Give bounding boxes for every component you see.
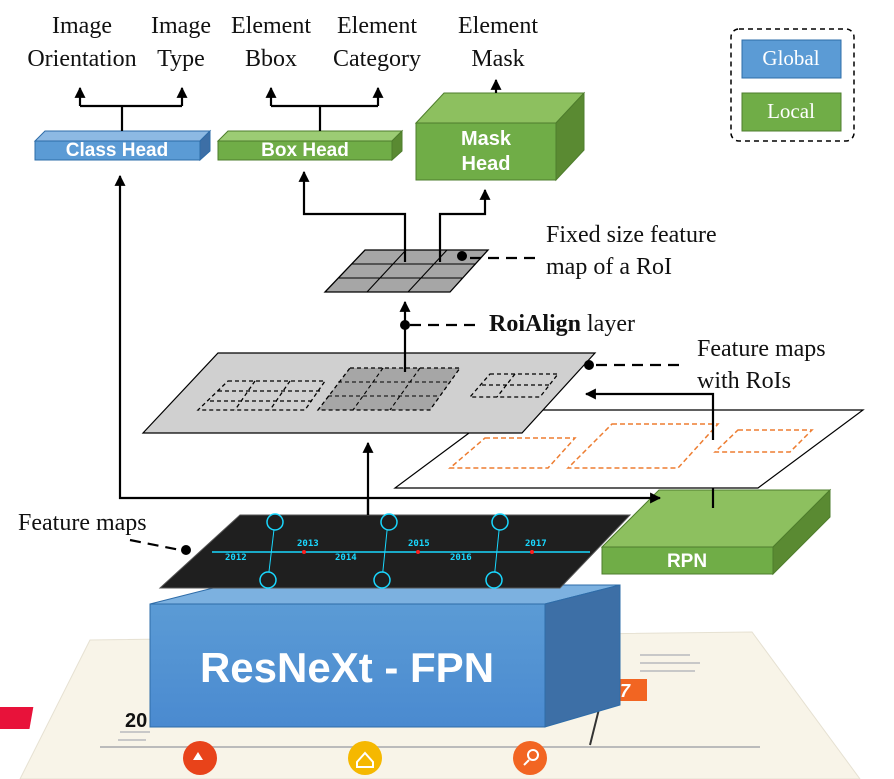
- infographic-icon: [491, 513, 509, 531]
- leader-dot: [181, 545, 191, 555]
- mask-head-label: Mask: [461, 128, 512, 150]
- legend-label-local: Local: [767, 99, 815, 123]
- mask-head-block: Mask Head: [414, 91, 586, 182]
- output-label: Bbox: [245, 46, 297, 72]
- infographic-icon: [380, 513, 398, 531]
- roi-box: [196, 380, 327, 411]
- infographic-icon: [373, 571, 391, 589]
- feature-maps-label: Feature maps: [18, 510, 147, 536]
- proposal-box: [566, 423, 720, 469]
- class-head-label: Class Head: [66, 140, 168, 161]
- infographic-year: 2015: [408, 539, 430, 549]
- proposal-box: [713, 429, 814, 453]
- legend-swatch-local: [741, 92, 842, 132]
- flow-arrows: [114, 170, 715, 515]
- output-label: Element: [337, 13, 417, 39]
- feature-maps-rois-label: with RoIs: [697, 368, 791, 394]
- home-icon: [348, 741, 382, 775]
- legend: Global Local: [730, 28, 855, 142]
- infographic-icon: [259, 571, 277, 589]
- output-labels: Image Orientation Image Type Element Bbo…: [27, 13, 538, 72]
- output-label: Element: [231, 13, 311, 39]
- box-head-block: Box Head: [216, 129, 404, 162]
- feature-maps-rois-label: Feature maps: [697, 336, 826, 362]
- year-label-left: 20: [125, 710, 147, 732]
- roi-box: [468, 373, 560, 398]
- output-label: Element: [458, 13, 538, 39]
- infographic-year: 2017: [525, 539, 547, 549]
- mask-head-label: Head: [462, 153, 511, 175]
- infographic-year: 2013: [297, 539, 319, 549]
- box-head-label: Box Head: [261, 140, 349, 161]
- leader-dot: [584, 360, 594, 370]
- output-arrows: [74, 78, 502, 131]
- infographic-year: 2014: [335, 553, 357, 563]
- annotation-labels: Fixed size feature map of a RoI RoiAlign…: [18, 222, 826, 536]
- year-banner-left: [0, 707, 34, 729]
- output-label: Mask: [471, 46, 524, 72]
- fixed-size-label: map of a RoI: [546, 254, 672, 280]
- backbone-block: ResNeXt - FPN: [149, 584, 621, 728]
- output-label: Image: [52, 13, 112, 39]
- infographic-icon: [485, 571, 503, 589]
- output-label: Type: [157, 46, 205, 72]
- annotation-leaders: [129, 256, 680, 552]
- backbone-label: ResNeXt - FPN: [200, 644, 494, 691]
- feature-maps-plane: 2012 2013 2014 2015 2016 2017: [158, 513, 632, 589]
- roi-box-selected: [316, 367, 462, 411]
- roi-feature-grid: [323, 249, 490, 293]
- fixed-size-label: Fixed size feature: [546, 222, 717, 248]
- infographic-icon: [266, 513, 284, 531]
- roialign-label: RoiAlign layer: [489, 311, 635, 337]
- class-head-block: Class Head: [33, 129, 212, 162]
- proposal-box: [447, 437, 577, 469]
- legend-swatch-global: [741, 39, 842, 79]
- rpn-label: RPN: [667, 551, 707, 572]
- output-label: Image: [151, 13, 211, 39]
- leader-dot: [457, 251, 467, 261]
- legend-label-global: Global: [762, 46, 819, 70]
- leader-dot: [400, 320, 410, 330]
- infographic-year: 2016: [450, 553, 472, 563]
- infographic-year: 2012: [225, 553, 247, 563]
- output-label: Category: [333, 46, 421, 72]
- rpn-block: RPN: [600, 488, 832, 576]
- feature-maps-rois-plane: [141, 352, 597, 434]
- infographic-years: 2012 2013 2014 2015 2016 2017: [225, 539, 547, 563]
- output-label: Orientation: [27, 46, 136, 72]
